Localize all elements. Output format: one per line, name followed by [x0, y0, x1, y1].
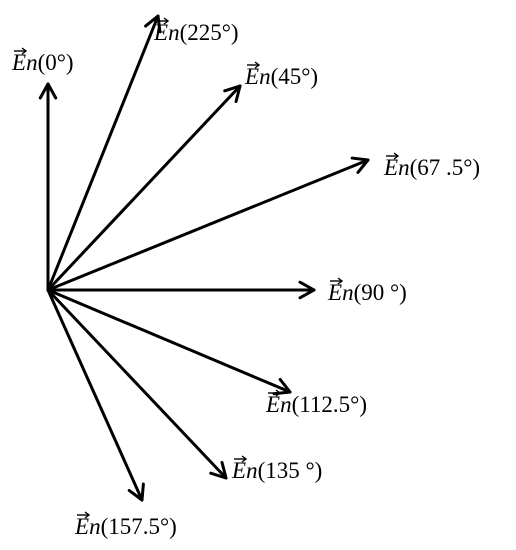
vector-shaft [46, 288, 228, 480]
svg-text:En(135 °): En(135 °) [231, 458, 322, 483]
svg-text:En(225°): En(225°) [153, 20, 239, 45]
vector-subscript: n [280, 392, 292, 417]
arrowhead [38, 82, 58, 100]
vector-en-90 [46, 280, 316, 300]
svg-text:En(112.5°): En(112.5°) [265, 392, 367, 417]
vector-overarrow-head [254, 61, 261, 69]
vector-en-225 [46, 14, 162, 292]
label-en-225: En(225°) [153, 17, 239, 45]
vector-labels: En(0°)En(225°)En(45°)En(67 .5°)En(90 °)E… [11, 17, 480, 539]
angle-text: (90 °) [354, 280, 407, 305]
svg-text:En(157.5°): En(157.5°) [74, 514, 177, 539]
vector-subscript: n [89, 514, 101, 539]
arrowhead [127, 482, 145, 502]
angle-text: (157.5°) [101, 514, 177, 539]
vector-symbol: E [74, 514, 89, 539]
svg-text:En(90 °): En(90 °) [327, 280, 407, 305]
vector-symbol: E [231, 458, 246, 483]
vector-subscript: n [342, 280, 354, 305]
vector-shaft [46, 84, 242, 292]
vector-en-67-5 [46, 156, 370, 292]
label-en-45: En(45°) [244, 61, 318, 89]
label-en-135: En(135 °) [231, 455, 322, 483]
vector-overarrow-head [241, 455, 248, 463]
angle-text: (225°) [180, 20, 239, 45]
label-en-90: En(90 °) [327, 277, 407, 305]
vector-overarrow-head [163, 17, 170, 25]
angle-text: (0°) [38, 50, 74, 75]
vector-en-157-5 [46, 288, 145, 502]
arrowhead [144, 14, 162, 34]
vector-overarrow-head [393, 152, 400, 160]
label-en-0: En(0°) [11, 47, 74, 75]
angle-text: (45°) [271, 64, 319, 89]
angle-text: (112.5°) [292, 392, 367, 417]
vector-symbol: E [327, 280, 342, 305]
svg-text:En(0°): En(0°) [11, 50, 74, 75]
vector-shaft [46, 158, 370, 292]
vector-shaft [46, 14, 160, 292]
vector-overarrow-head [21, 47, 28, 55]
vector-subscript: n [168, 20, 180, 45]
vector-arrows [38, 14, 370, 502]
vector-symbol: E [244, 64, 259, 89]
arrowhead [223, 84, 242, 104]
vector-en-112-5 [46, 288, 292, 396]
arrowhead [350, 156, 370, 174]
vector-overarrow-head [275, 389, 282, 397]
label-en-67-5: En(67 .5°) [383, 152, 480, 180]
vector-overarrow-head [84, 511, 91, 519]
angle-text: (67 .5°) [410, 155, 481, 180]
label-en-112-5: En(112.5°) [265, 389, 367, 417]
vector-symbol: E [265, 392, 280, 417]
label-en-157-5: En(157.5°) [74, 511, 177, 539]
vector-subscript: n [398, 155, 410, 180]
vector-shaft [46, 288, 292, 394]
svg-text:En(67 .5°): En(67 .5°) [383, 155, 480, 180]
svg-text:En(45°): En(45°) [244, 64, 318, 89]
vector-overarrow-head [337, 277, 344, 285]
vector-subscript: n [26, 50, 38, 75]
arrowhead [298, 280, 316, 300]
vector-subscript: n [259, 64, 271, 89]
vector-symbol: E [153, 20, 168, 45]
vector-en-0 [38, 82, 58, 292]
vector-symbol: E [11, 50, 26, 75]
arrowhead [209, 461, 228, 480]
angle-text: (135 °) [258, 458, 323, 483]
vector-en-135 [46, 288, 228, 480]
vector-en-45 [46, 84, 242, 292]
vector-subscript: n [246, 458, 258, 483]
vector-shaft [46, 288, 144, 502]
vector-symbol: E [383, 155, 398, 180]
